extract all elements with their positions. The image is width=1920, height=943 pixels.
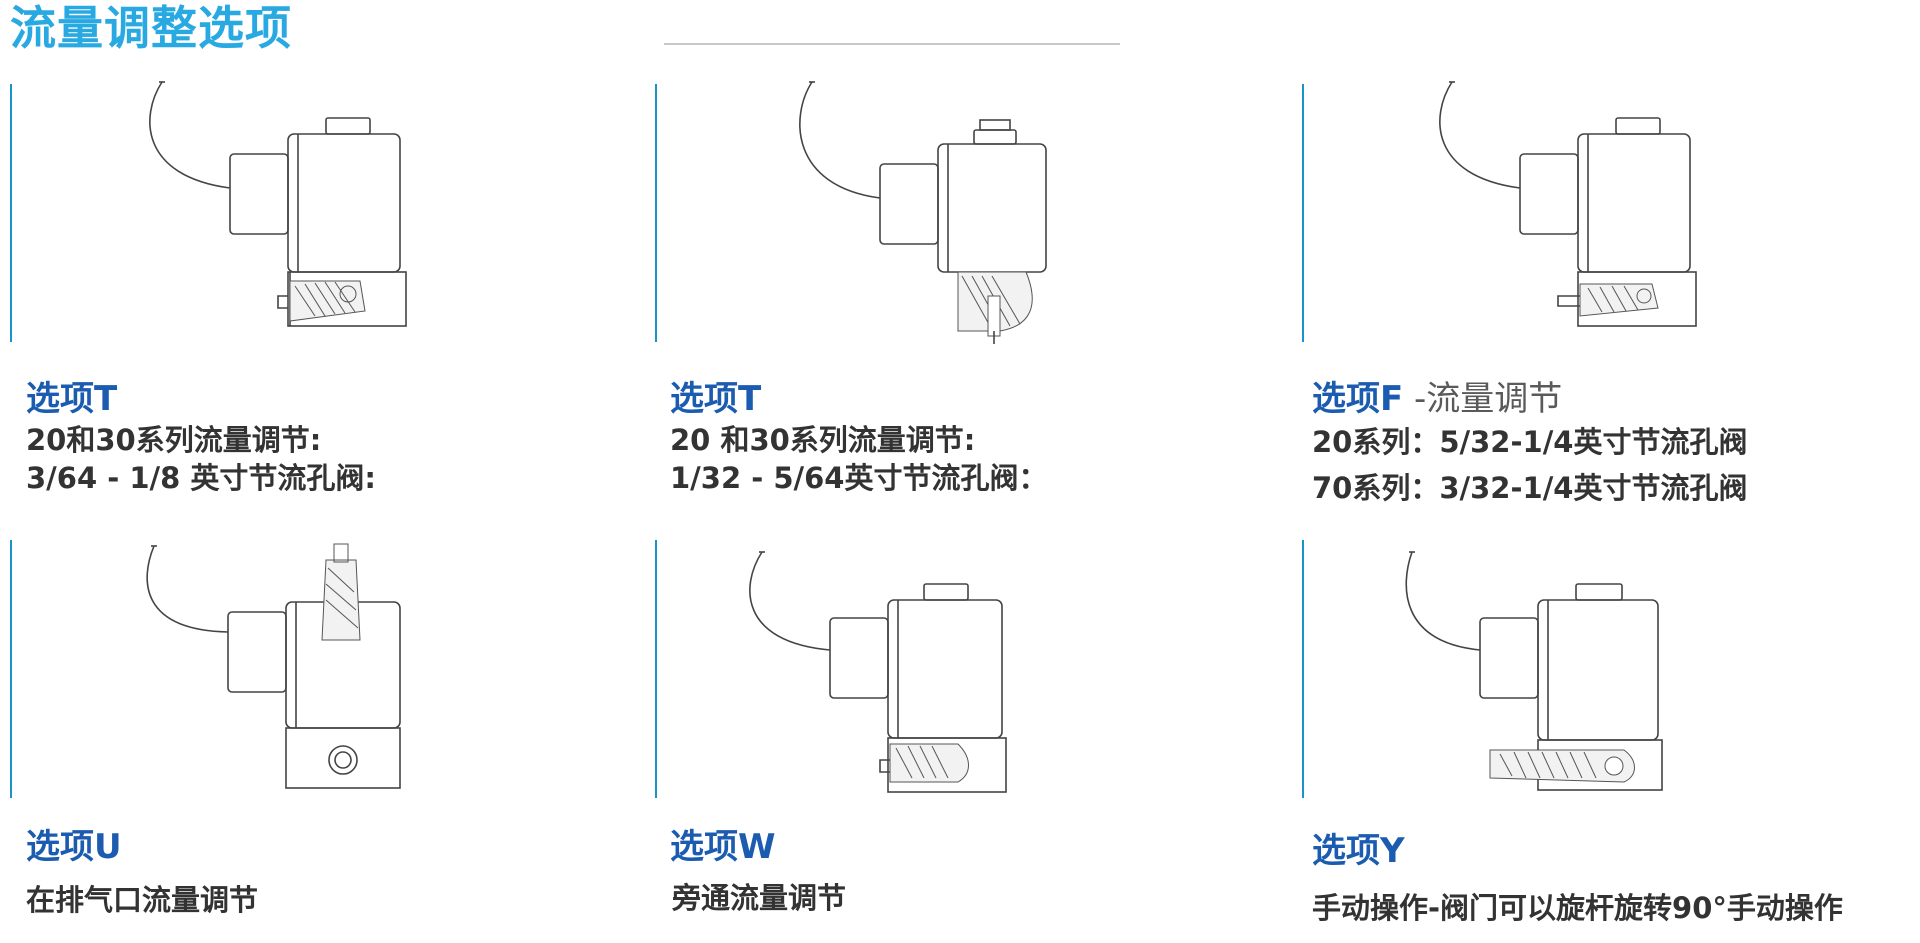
option-2-line-2: 1/32 - 5/64英寸节流孔阀： — [670, 461, 1048, 495]
page-title: 流量调整选项 — [10, 1, 292, 55]
option-1-title: 选项T — [26, 378, 117, 420]
option-6-line-1: 手动操作-阀门可以旋杆旋转90°手动操作 — [1312, 891, 1843, 925]
option-4-title-main: 选项U — [26, 827, 122, 867]
column-divider-2 — [655, 84, 657, 342]
column-divider-3 — [1302, 84, 1304, 342]
option-5-title-main: 选项W — [670, 827, 776, 867]
option-1-title-main: 选项T — [26, 379, 118, 419]
column-divider-5 — [655, 540, 657, 798]
option-3-title: 选项F -流量调节 — [1312, 378, 1562, 420]
option-3-line-2: 70系列：3/32-1/4英寸节流孔阀 — [1312, 471, 1748, 505]
option-3-line-1: 20系列：5/32-1/4英寸节流孔阀 — [1312, 425, 1748, 459]
valve-drawing-option-y — [1400, 546, 1680, 806]
option-5-title: 选项W — [670, 826, 776, 868]
valve-drawing-option-f — [1430, 76, 1710, 336]
valve-drawing-option-w — [740, 546, 1020, 806]
option-4-line-1: 在排气口流量调节 — [26, 883, 259, 917]
option-3-title-main: 选项F — [1312, 379, 1404, 419]
option-3-title-suffix: -流量调节 — [1403, 379, 1563, 419]
option-1-line-1: 20和30系列流量调节: — [26, 423, 322, 457]
option-2-title: 选项T — [670, 378, 761, 420]
column-divider-1 — [10, 84, 12, 342]
valve-drawing-option-t-1 — [140, 76, 420, 336]
option-2-title-main: 选项T — [670, 379, 762, 419]
option-5-line-1: 旁通流量调节 — [672, 881, 847, 915]
option-6-title-main: 选项Y — [1312, 831, 1405, 871]
option-2-line-1: 20 和30系列流量调节: — [670, 423, 976, 457]
top-divider — [664, 43, 1120, 45]
column-divider-6 — [1302, 540, 1304, 798]
valve-drawing-option-t-2 — [790, 76, 1070, 346]
valve-drawing-option-u — [140, 540, 420, 800]
option-6-title: 选项Y — [1312, 830, 1405, 872]
option-4-title: 选项U — [26, 826, 122, 868]
option-1-line-2: 3/64 - 1/8 英寸节流孔阀: — [26, 461, 376, 495]
column-divider-4 — [10, 540, 12, 798]
